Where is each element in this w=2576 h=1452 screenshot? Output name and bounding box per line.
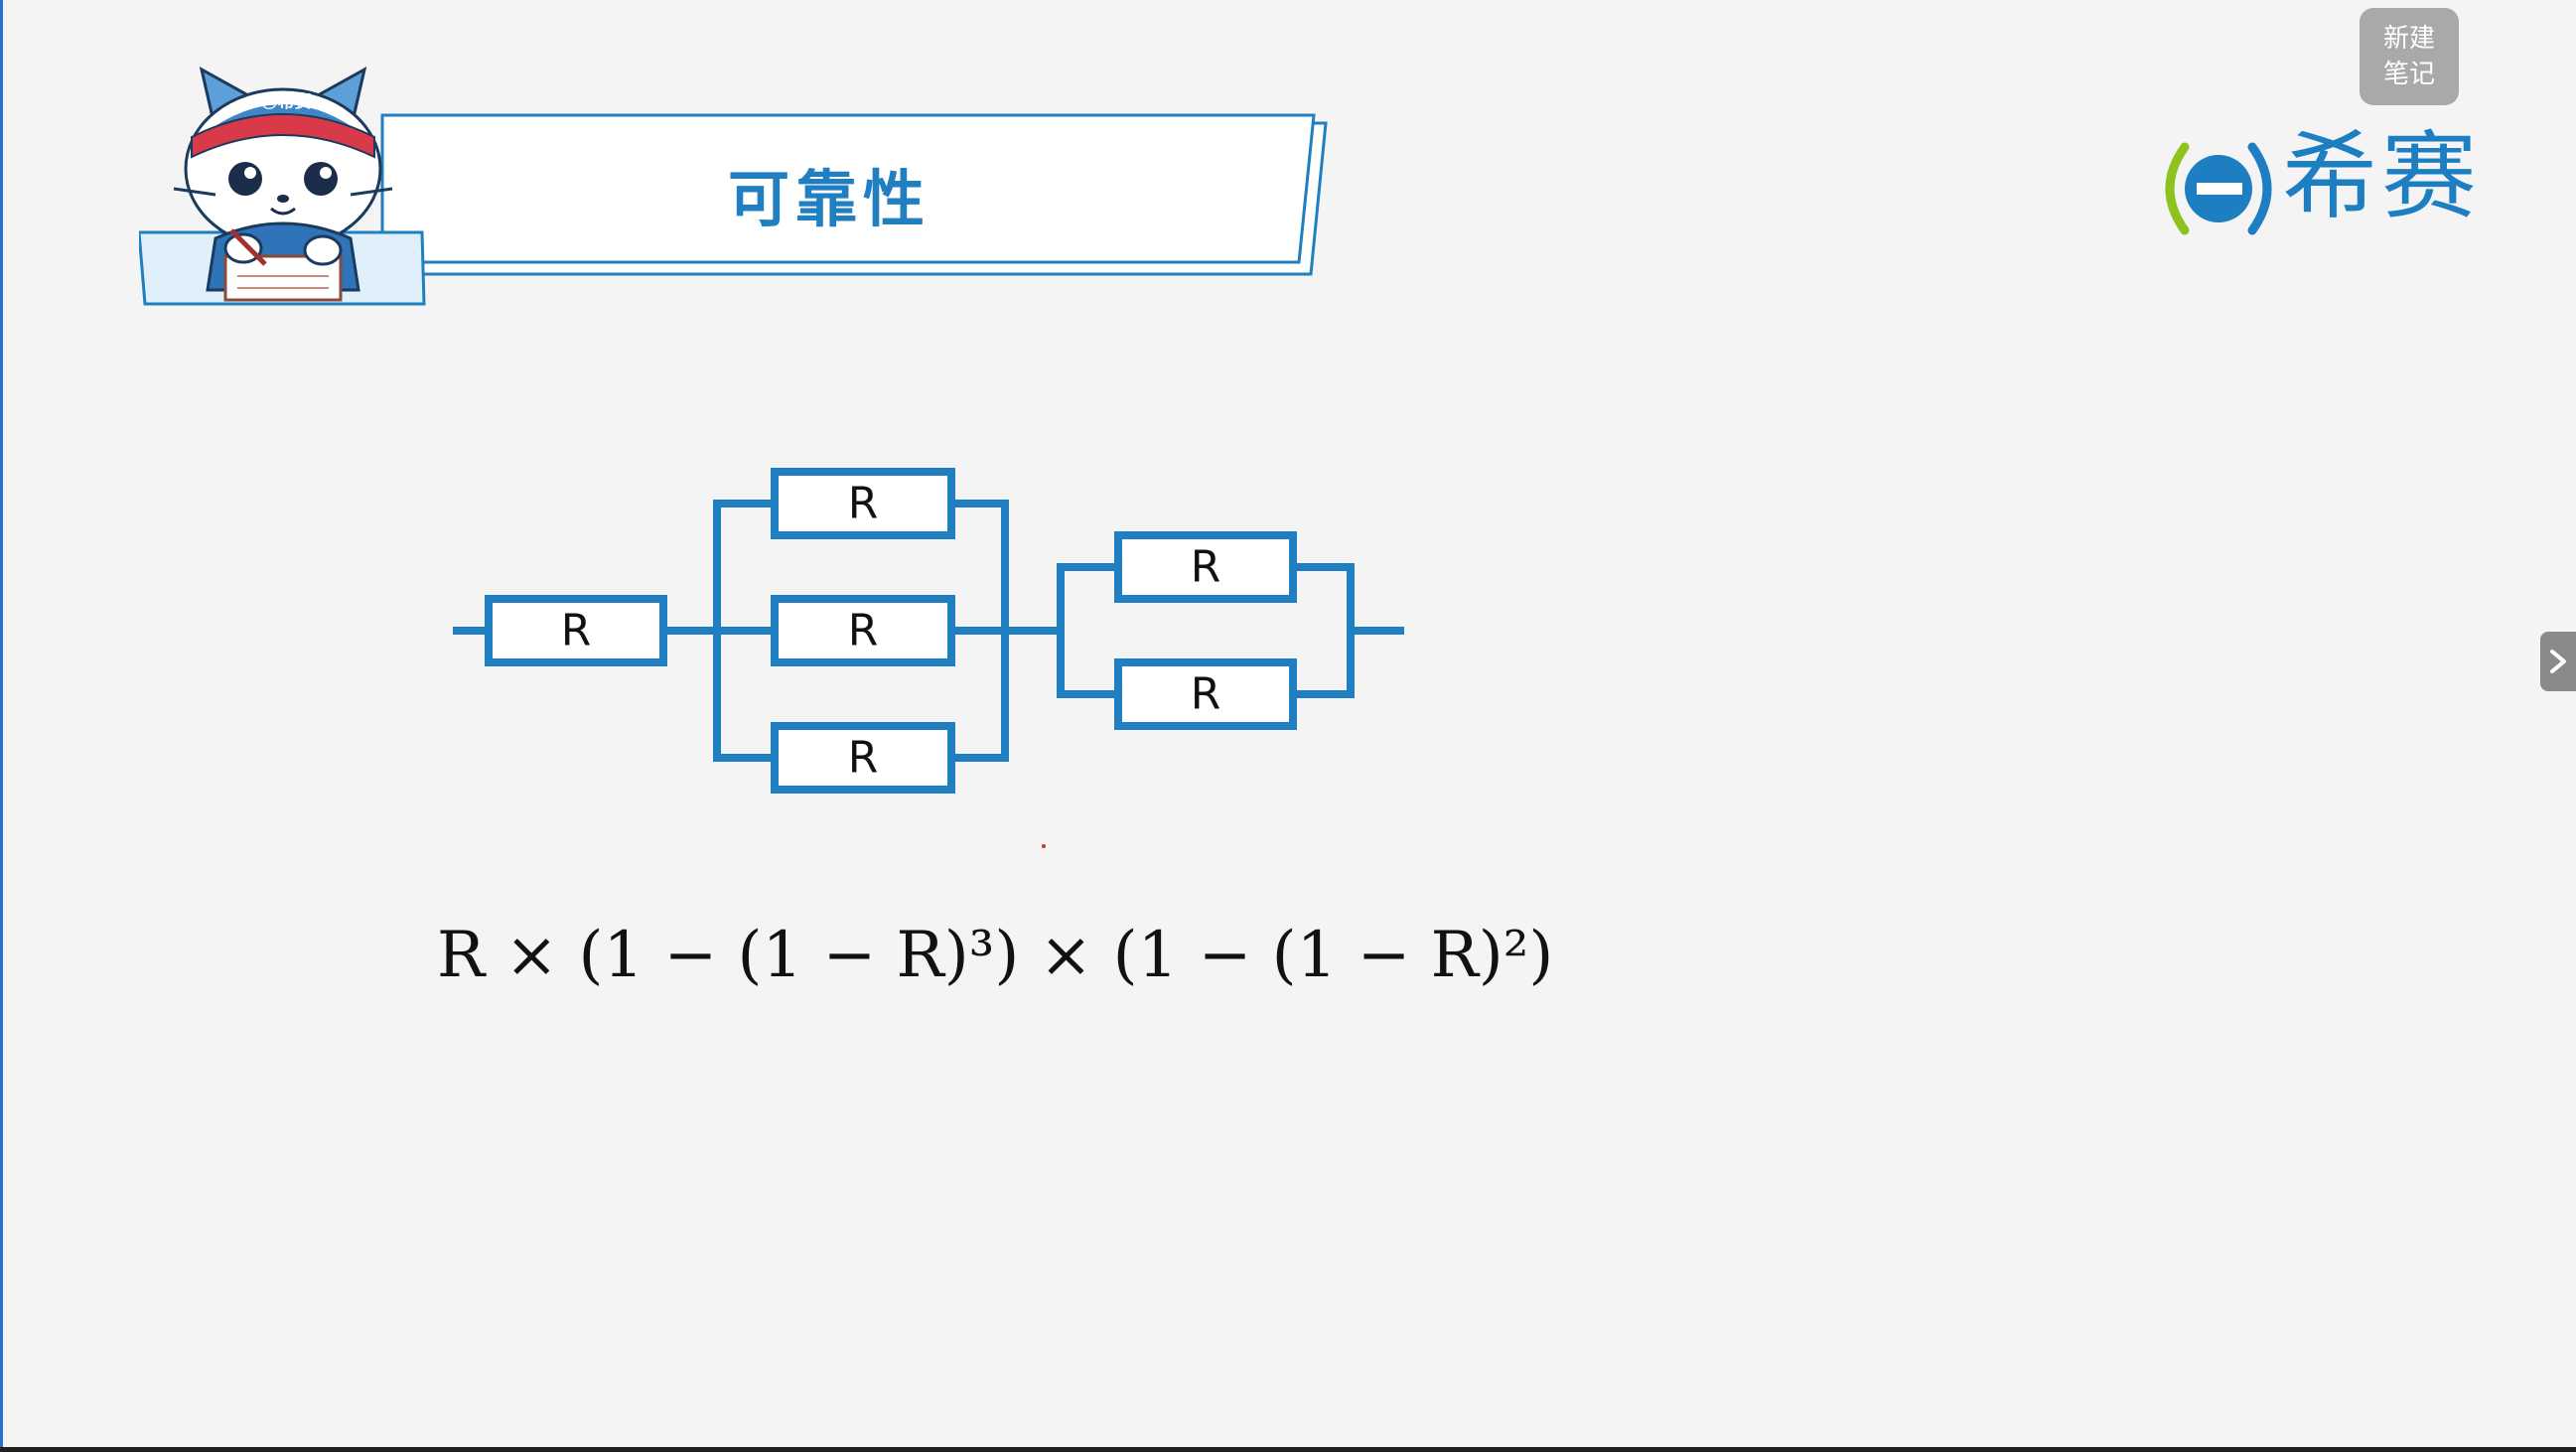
component-label: R: [561, 606, 592, 656]
component-label: R: [1191, 669, 1221, 720]
component-label: R: [848, 606, 879, 656]
logo-icon: [2165, 142, 2272, 235]
component-pair-top: R: [1114, 531, 1297, 603]
component-parallel-middle: R: [771, 595, 955, 666]
component-label: R: [848, 479, 879, 529]
component-parallel-bottom: R: [771, 722, 955, 794]
new-note-label-line2: 笔记: [2382, 60, 2435, 89]
component-label: R: [1191, 542, 1221, 593]
component-parallel-top: R: [771, 468, 955, 539]
pointer-dot: [1042, 844, 1046, 848]
left-edge-border: [0, 0, 3, 1449]
reliability-circuit-diagram: R R R R R R: [453, 468, 1404, 794]
logo-text: 希赛: [2282, 121, 2481, 232]
component-series: R: [485, 595, 667, 666]
chevron-right-icon: [2550, 650, 2566, 673]
new-note-button[interactable]: 新建 笔记: [2360, 8, 2459, 105]
mascot-cat-image: [173, 67, 393, 302]
expand-panel-button[interactable]: [2540, 632, 2576, 691]
page-title: 可靠性: [727, 163, 930, 235]
component-pair-bottom: R: [1114, 658, 1297, 730]
new-note-label-line1: 新建: [2382, 24, 2435, 54]
component-label: R: [848, 733, 879, 784]
reliability-formula: R × (1 − (1 − R)³) × (1 − (1 − R)²): [437, 919, 1554, 992]
bottom-edge-border: [0, 1447, 2576, 1452]
mascot-badge-text: ㊂希赛: [260, 92, 312, 112]
